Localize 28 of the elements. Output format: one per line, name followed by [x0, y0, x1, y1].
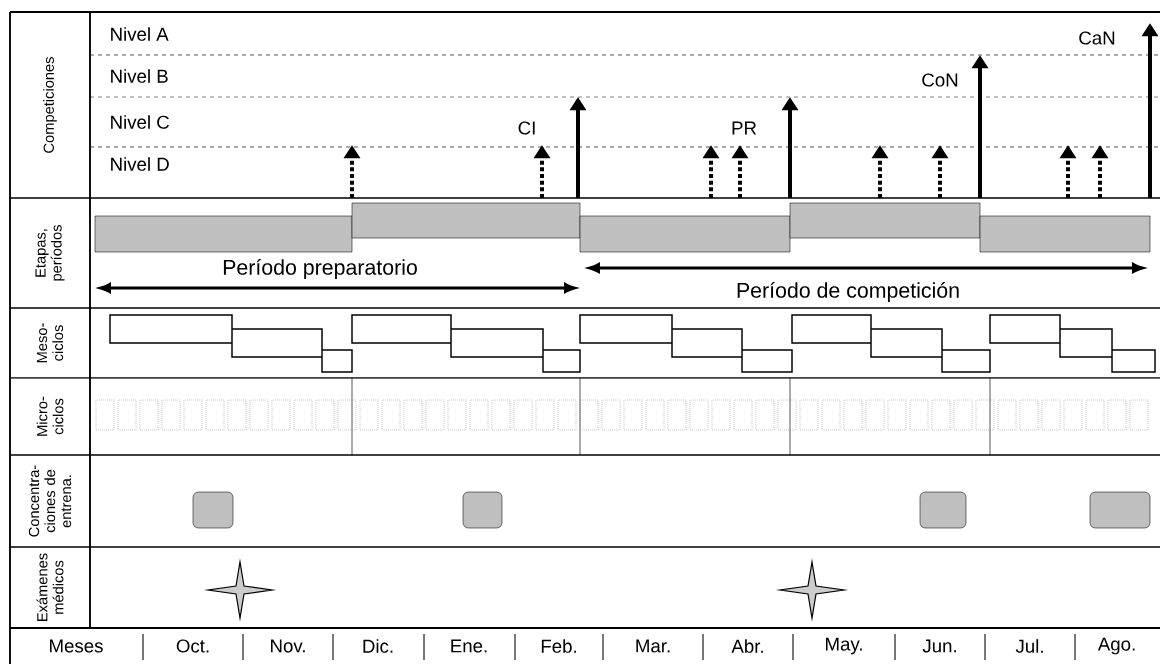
competition-label: PR — [732, 121, 757, 135]
level-label: Nivel D — [111, 157, 169, 171]
month-label: Meses — [50, 639, 103, 653]
row-header: Meso- ciclos — [36, 323, 64, 363]
month-label: Feb. — [541, 639, 576, 653]
competition-label: CaN — [1079, 31, 1115, 45]
month-label: Mar. — [636, 639, 670, 653]
month-label: Ene. — [451, 639, 487, 653]
competition-label: CI — [518, 121, 535, 135]
month-label: May. — [826, 637, 862, 655]
row-header: Concentra- ciones de entrena. — [28, 465, 72, 537]
level-label: Nivel C — [111, 115, 170, 129]
month-label: Abr. — [731, 639, 763, 653]
month-label: Jul. — [1015, 639, 1043, 653]
month-label: Oct. — [176, 639, 209, 653]
month-label: Nov. — [271, 639, 305, 653]
row-header: Etapas, períodos — [35, 225, 65, 281]
month-label: Dic. — [363, 639, 393, 653]
level-label: Nivel B — [111, 69, 168, 83]
month-label: Ago. — [1097, 637, 1135, 655]
month-label: Jun. — [922, 639, 956, 653]
row-header: Exámenes médicos — [36, 553, 64, 621]
row-header: Competiciones — [43, 57, 57, 153]
period-label: Período de competición — [737, 281, 959, 303]
level-label: Nivel A — [111, 27, 169, 41]
period-label: Período preparatorio — [223, 258, 417, 280]
competition-label: CoN — [922, 73, 958, 87]
row-header: Micro- ciclos — [36, 396, 64, 436]
